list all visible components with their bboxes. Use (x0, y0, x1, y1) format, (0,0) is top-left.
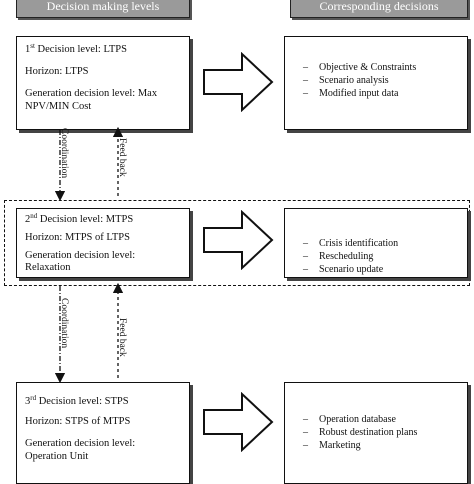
level-3-title: 3rd Decision level: STPS (25, 394, 129, 408)
level-1-box: 1st Decision level: LTPS Horizon: LTPS G… (16, 36, 190, 130)
level-1-decision-item: –Scenario analysis (303, 75, 389, 86)
connector-arrows (54, 126, 124, 384)
level-3-arrow-icon (203, 392, 274, 452)
level-1-horizon: Horizon: LTPS (25, 66, 89, 77)
coordination-label-2: Coordination (59, 298, 69, 349)
level-3-decisions-box: –Operation database –Robust destination … (284, 382, 468, 484)
level-1-generation-line1: Generation decision level: Max (25, 88, 158, 99)
level-2-horizon: Horizon: MTPS of LTPS (25, 232, 130, 243)
feedback-label-1: Feed back (117, 138, 127, 177)
level-2-decisions-box: –Crisis identification –Rescheduling –Sc… (284, 208, 468, 278)
level-2-generation-line2: Relaxation (25, 262, 71, 273)
level-2-box: 2nd Decision level: MTPS Horizon: MTPS o… (16, 208, 190, 278)
coordination-label-1: Coordination (59, 128, 69, 179)
level-1-title: 1st Decision level: LTPS (25, 42, 127, 56)
level-3-decision-item: –Marketing (303, 440, 361, 451)
level-1-decisions-box: –Objective & Constraints –Scenario analy… (284, 36, 468, 130)
level-3-generation-line2: Operation Unit (25, 451, 89, 462)
level-2-generation-line1: Generation decision level: (25, 250, 136, 261)
level-2-title: 2nd Decision level: MTPS (25, 212, 134, 226)
level-2-dashed-frame (4, 200, 470, 286)
feedback-label-2: Feed back (117, 318, 127, 357)
level-1-arrow-icon (203, 52, 274, 112)
level-1-decision-item: –Modified input data (303, 88, 399, 99)
left-column-header: Decision making levels (16, 0, 190, 18)
level-2-decision-item: –Rescheduling (303, 251, 374, 262)
level-3-decision-item: –Robust destination plans (303, 427, 418, 438)
level-3-generation-line1: Generation decision level: (25, 438, 136, 449)
level-1-generation-line2: NPV/MIN Cost (25, 101, 92, 112)
level-3-horizon: Horizon: STPS of MTPS (25, 416, 131, 427)
level-3-box: 3rd Decision level: STPS Horizon: STPS o… (16, 382, 190, 484)
level-2-decision-item: –Scenario update (303, 264, 384, 275)
right-column-header: Corresponding decisions (290, 0, 468, 18)
level-2-arrow-icon (203, 210, 274, 270)
level-2-decision-item: –Crisis identification (303, 238, 399, 249)
level-3-decision-item: –Operation database (303, 414, 396, 425)
level-1-decision-item: –Objective & Constraints (303, 62, 417, 73)
